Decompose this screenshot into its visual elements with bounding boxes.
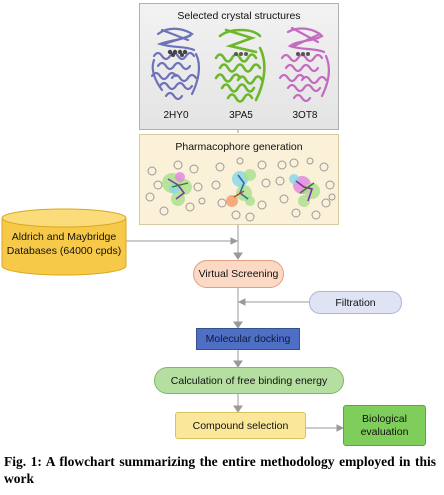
pharmacophore-model-3 xyxy=(275,157,336,220)
free-binding-energy-box: Calculation of free binding energy xyxy=(154,367,344,394)
pharmacophore-model-2 xyxy=(211,157,271,222)
biological-evaluation-box: Biological evaluation xyxy=(343,405,426,446)
structure-label-3pa5: 3PA5 xyxy=(229,110,253,121)
database-label-line1: Aldrich and Maybridge xyxy=(11,231,117,243)
virtual-screening-box: Virtual Screening xyxy=(193,260,284,288)
biological-evaluation-line1: Biological xyxy=(362,412,407,425)
crystal-structures-title: Selected crystal structures xyxy=(177,10,301,22)
pharmacophore-model-1 xyxy=(145,160,206,216)
structure-label-3ot8: 3OT8 xyxy=(292,110,318,121)
filtration-box: Filtration xyxy=(309,291,402,314)
pharmacophore-title: Pharmacophore generation xyxy=(175,141,303,153)
structure-label-2hy0: 2HY0 xyxy=(163,110,189,121)
figure-caption: Fig. 1: A flowchart summarizing the enti… xyxy=(4,454,436,486)
crystal-structures-panel: Selected crystal structures 2HY0 xyxy=(139,3,339,130)
biological-evaluation-line2: evaluation xyxy=(360,425,409,438)
compound-selection-box: Compound selection xyxy=(175,412,306,439)
protein-3pa5-image xyxy=(214,28,266,103)
molecular-docking-box: Molecular docking xyxy=(196,328,300,350)
database-cylinder xyxy=(1,208,127,276)
protein-3ot8-image xyxy=(278,26,331,103)
pharmacophore-panel: Pharmacophore generation xyxy=(139,134,339,225)
protein-2hy0-image xyxy=(150,27,201,101)
database-label-line2: Databases (64000 cpds) xyxy=(6,245,122,257)
